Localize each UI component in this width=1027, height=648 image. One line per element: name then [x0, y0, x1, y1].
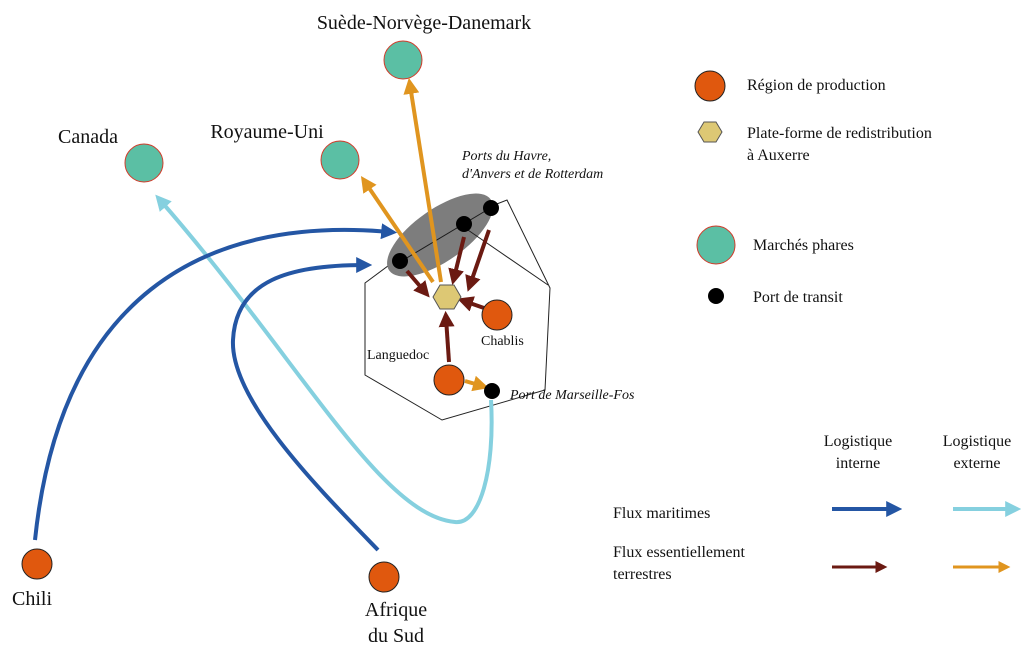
platform-auxerre-marker	[432, 284, 462, 310]
land-external-flow-marseille	[464, 375, 489, 392]
legend-col-internal-label-2: interne	[836, 455, 880, 472]
legend-row-land-label-2: terrestres	[613, 566, 672, 583]
sea-internal-flow-chili	[33, 223, 398, 541]
northern-ports-label-2: d'Anvers et de Rotterdam	[462, 167, 603, 182]
land-internal-flow-chablis	[457, 296, 485, 312]
legend-col-external-label-1: Logistique	[943, 433, 1011, 450]
land-internal-flow-port3	[465, 229, 491, 292]
region-languedoc-label: Languedoc	[367, 348, 429, 363]
land-external-flow-uk	[360, 176, 435, 284]
port-marseille-label: Port de Marseille-Fos	[509, 388, 635, 403]
land-internal-flow-port2	[448, 236, 466, 285]
legend-transit-label: Port de transit	[753, 289, 843, 306]
market-canada-label: Canada	[58, 126, 118, 148]
region-south-africa-label-2: du Sud	[368, 625, 424, 647]
port-anvers-marker	[456, 216, 472, 232]
land-internal-flow-languedoc	[438, 310, 455, 363]
region-south-africa-marker	[368, 561, 400, 593]
legend-markets-swatch	[696, 225, 736, 265]
port-rotterdam-marker	[483, 200, 499, 216]
region-south-africa-label-1: Afrique	[365, 599, 427, 621]
legend-markets-label: Marchés phares	[753, 237, 854, 254]
market-uk-marker	[320, 140, 360, 180]
region-languedoc-marker	[433, 364, 465, 396]
legend-platform-label-1: Plate-forme de redistribution	[747, 125, 932, 142]
market-uk-label: Royaume-Uni	[210, 121, 324, 143]
sea-internal-flow-south-africa	[230, 257, 380, 552]
legend-col-external-label-2: externe	[953, 455, 1000, 472]
france-divider-line	[464, 227, 549, 286]
legend-production-swatch	[694, 70, 726, 102]
region-chili-marker	[21, 548, 53, 580]
land-external-flow-sweden	[403, 77, 443, 283]
port-havre-marker	[392, 253, 408, 269]
northern-ports-label-1: Ports du Havre,	[461, 149, 551, 164]
legend-production-label: Région de production	[747, 77, 886, 94]
legend-col-internal-label-1: Logistique	[824, 433, 892, 450]
legend-platform-label-2: à Auxerre	[747, 147, 810, 164]
region-chablis-marker	[481, 299, 513, 331]
market-sweden-marker	[383, 40, 423, 80]
market-canada-marker	[124, 143, 164, 183]
region-chablis-label: Chablis	[481, 334, 524, 349]
region-chili-label: Chili	[12, 588, 52, 610]
land-internal-flow-port1	[405, 269, 430, 298]
legend: Région de production Plate-forme de redi…	[613, 70, 1022, 583]
legend-platform-swatch	[697, 121, 723, 143]
legend-row-sea-label: Flux maritimes	[613, 505, 710, 522]
market-sweden-label: Suède-Norvège-Danemark	[317, 12, 531, 34]
sea-external-flow-canada	[155, 194, 494, 525]
legend-row-land-label-1: Flux essentiellement	[613, 544, 746, 561]
port-marseille-marker	[484, 383, 500, 399]
legend-transit-swatch	[708, 288, 724, 304]
